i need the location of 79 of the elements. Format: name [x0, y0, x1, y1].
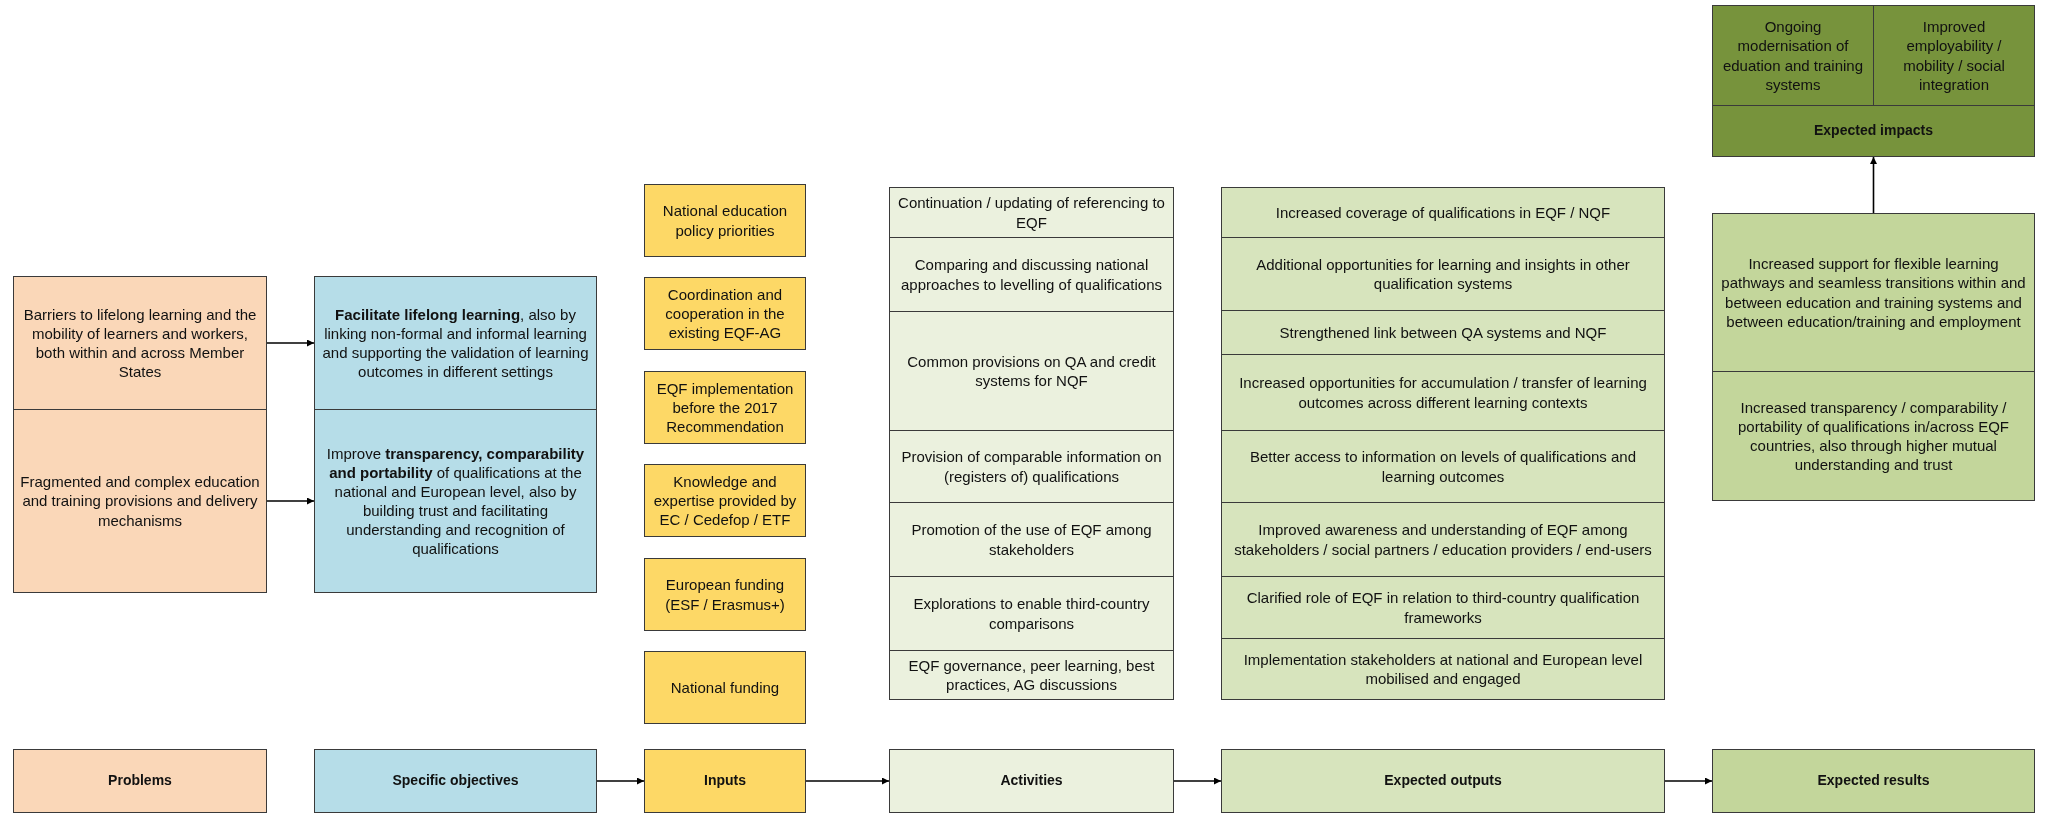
input-box [644, 371, 806, 444]
box-text: Comparing and discussing national approaches to levelling of qualifications [900, 255, 1163, 294]
heading-label: Problems [108, 772, 172, 790]
arrow [266, 497, 315, 505]
result-box [1712, 213, 2035, 372]
box-text: Fragmented and complex education and training provisions and delivery mechanisms [20, 472, 260, 530]
heading-label: Expected outputs [1384, 772, 1502, 790]
input-box [644, 749, 806, 813]
input-box [644, 558, 806, 631]
box-text: Clarified role of EQF in relation to third-country qualification frameworks [1245, 588, 1641, 627]
activity-box [889, 430, 1174, 503]
output-box [1221, 354, 1665, 431]
heading-label: Inputs [704, 772, 746, 790]
arrow [266, 339, 315, 347]
heading-label: Expected impacts [1813, 122, 1934, 140]
box-text: Provision of comparable information on (registers of) qualifications [900, 447, 1163, 486]
problem-box [13, 276, 267, 410]
objective-box [314, 409, 597, 593]
box-text: National education policy priorities [661, 201, 789, 240]
objective-box [314, 749, 597, 813]
output-box [1221, 749, 1665, 813]
output-box [1221, 237, 1665, 311]
activity-box [889, 749, 1174, 813]
box-text: Strengthened link between QA systems and NQF [1279, 322, 1607, 342]
box-text: Implementation stakeholders at national and European level mobilised and engaged [1242, 649, 1644, 689]
output-box [1221, 187, 1665, 238]
box-text: Facilitate lifelong learning, also by linking non-formal and informal learning and supporting the validation of learning outcomes in different settings [321, 304, 590, 382]
activity-box [889, 502, 1174, 577]
result-box [1712, 371, 2035, 501]
box-text: Continuation / updating of referencing to EQF [897, 193, 1166, 232]
box-text: EQF implementation before the 2017 Recommendation [655, 378, 795, 437]
output-box [1221, 502, 1665, 577]
impact-box [1712, 5, 1874, 106]
input-box [644, 184, 806, 257]
box-text: Additional opportunities for learning and insights in other qualification systems [1255, 254, 1631, 294]
arrow [805, 777, 890, 785]
box-text: Improved employability / mobility / social integration [1902, 17, 2006, 94]
arrow [1664, 777, 1713, 785]
box-text: Common provisions on QA and credit systems for NQF [906, 351, 1157, 391]
box-text: Increased transparency / comparability / portability of qualifications in/across EQF countries, also through higher mutual understanding and trust [1737, 397, 2010, 475]
output-box [1221, 576, 1665, 639]
input-box [644, 651, 806, 724]
box-text: Increased support for flexible learning pathways and seamless transitions within and between education and training systems and between education/training and employment [1720, 254, 2027, 331]
output-box [1221, 638, 1665, 700]
input-box [644, 277, 806, 350]
output-box [1221, 430, 1665, 503]
impact-box [1873, 5, 2035, 106]
arrow [1870, 156, 1877, 214]
box-text: Promotion of the use of EQF among stakeholders [910, 520, 1153, 559]
activity-box [889, 237, 1174, 312]
box-text: EQF governance, peer learning, best practices, AG discussions [907, 655, 1156, 695]
box-text: Barriers to lifelong learning and the mobility of learners and workers, both within and across Member States [22, 304, 258, 382]
arrow [1173, 777, 1222, 785]
activity-box [889, 311, 1174, 431]
box-text: Knowledge and expertise provided by EC / Cedefop / ETF [652, 471, 798, 530]
box-text: Improve transparency, comparability and portability of qualifications at the national and European level, also by building trust and facilitating understanding and recognition of qualifications [325, 443, 586, 559]
heading-label: Activities [1000, 772, 1063, 790]
problem-box [13, 749, 267, 813]
output-box [1221, 310, 1665, 355]
box-text: National funding [670, 677, 780, 697]
result-box [1712, 749, 2035, 813]
heading-label: Specific objectives [392, 772, 519, 790]
activity-box [889, 650, 1174, 700]
impact-box [1712, 105, 2035, 157]
box-text: Increased opportunities for accumulation / transfer of learning outcomes across different learning contexts [1238, 373, 1648, 412]
box-text: Coordination and cooperation in the existing EQF-AG [664, 284, 786, 343]
box-text: Increased coverage of qualifications in EQF / NQF [1275, 202, 1611, 222]
heading-label: Expected results [1817, 772, 1930, 790]
activity-box [889, 576, 1174, 651]
box-text: Better access to information on levels of qualifications and learning outcomes [1248, 447, 1637, 486]
objective-box [314, 276, 597, 410]
box-text: Improved awareness and understanding of EQF among stakeholders / social partners / education providers / end-users [1233, 520, 1653, 559]
box-text: Explorations to enable third-country comparisons [912, 594, 1151, 633]
box-text: Ongoing modernisation of eduation and training systems [1721, 17, 1865, 94]
input-box [644, 464, 806, 537]
activity-box [889, 187, 1174, 238]
arrow [596, 777, 645, 785]
box-text: European funding (ESF / Erasmus+) [664, 575, 786, 614]
problem-box [13, 409, 267, 593]
